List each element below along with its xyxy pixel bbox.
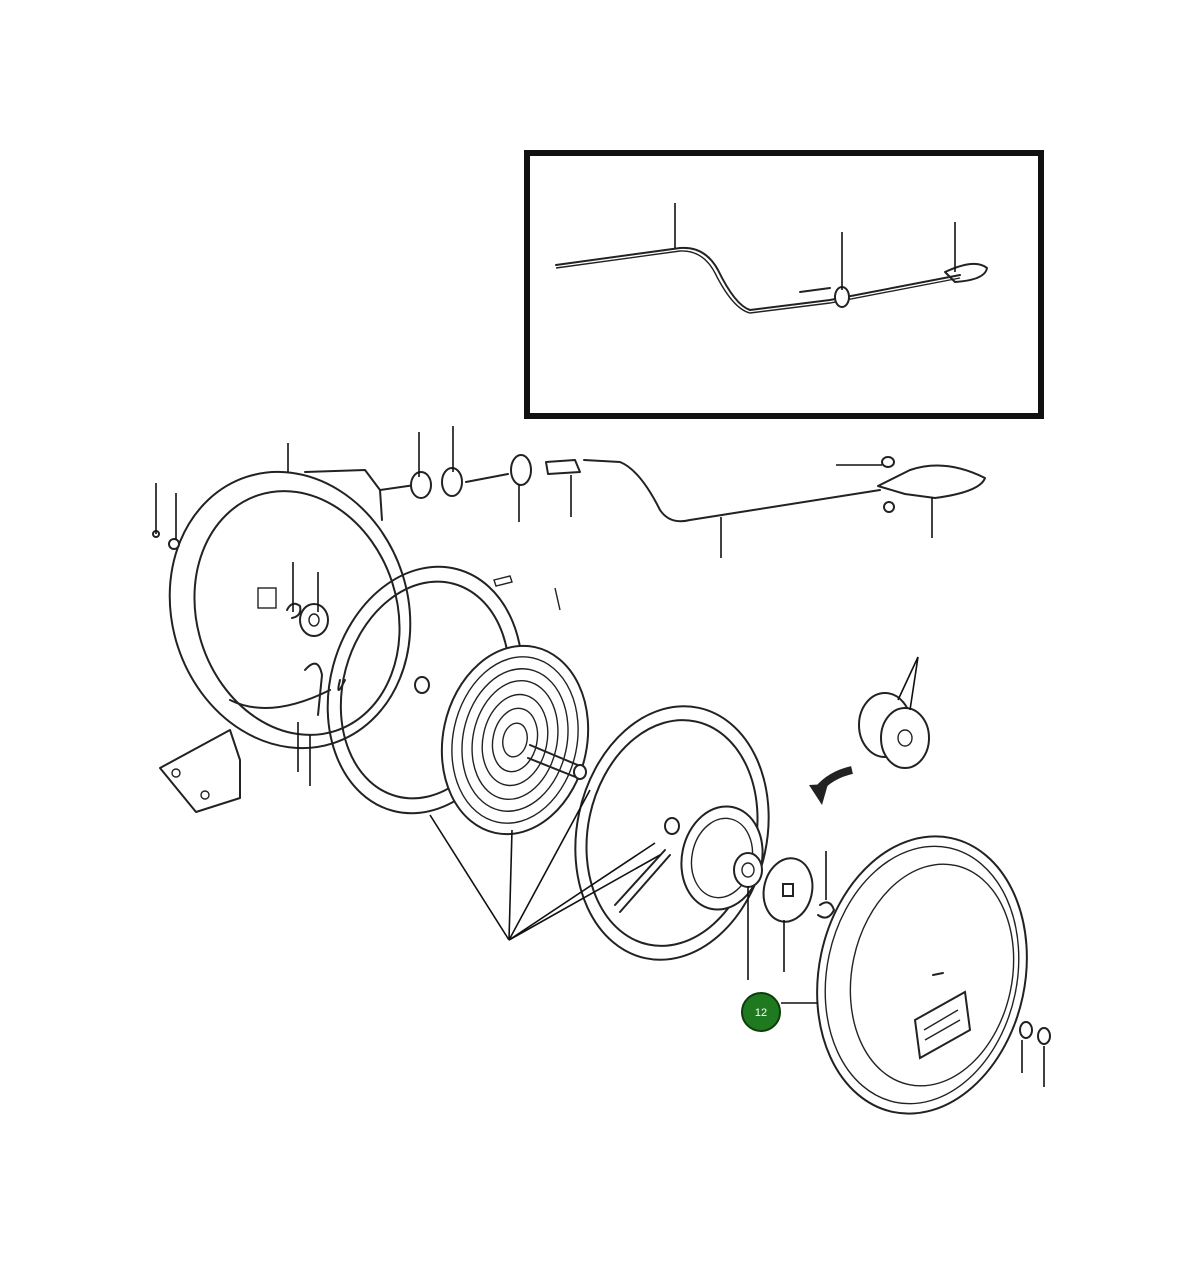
rotation-arrow [809,766,853,805]
drum-plate [574,705,770,961]
guide-pulley [858,692,930,769]
inset-detail-box [524,150,1044,419]
front-cover [816,835,1051,1115]
callout-badge-12[interactable]: 12 [741,992,781,1032]
rear-housing [159,469,412,813]
retaining-clip [817,901,835,919]
callout-badge-label: 12 [755,1007,767,1019]
spiral-spring [440,644,590,836]
leader-lines [155,426,1045,1087]
slotted-washer [762,857,814,923]
cable-assembly [152,454,986,611]
